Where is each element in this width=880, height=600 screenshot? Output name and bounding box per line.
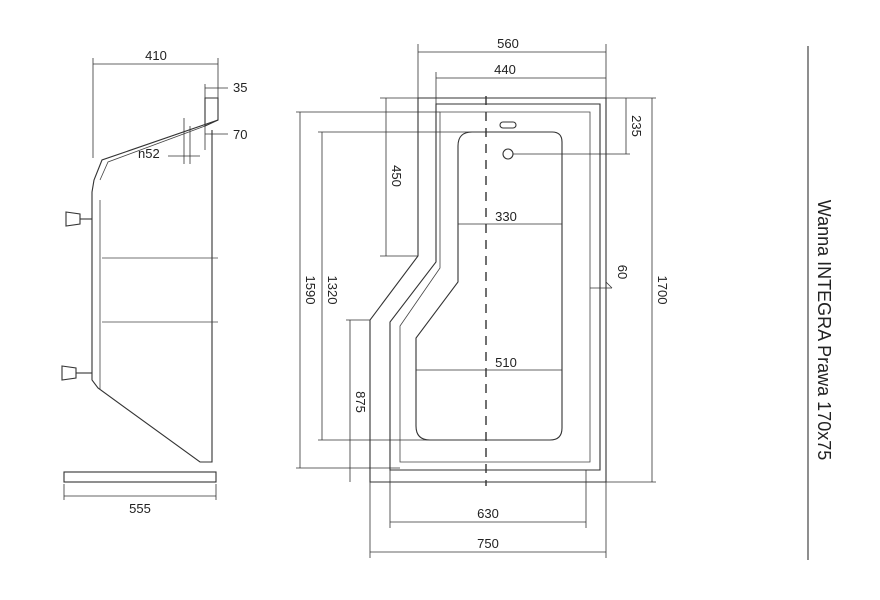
drain-icon [502, 148, 514, 160]
dim-label-1590: 1590 [303, 276, 318, 305]
dim-label-440: 440 [494, 62, 516, 77]
tub-outline [91, 119, 219, 463]
dim-label-510: 510 [495, 355, 517, 370]
dim-label-630: 630 [477, 506, 499, 521]
dim-label-70: 70 [233, 127, 247, 142]
top-view: 560 440 330 510 630 750 1590 1320 450 [296, 36, 670, 558]
tub-mid-outline [389, 103, 601, 471]
tub-rim-inner [399, 111, 591, 463]
dim-label-1700: 1700 [655, 276, 670, 305]
leader-60-tick [605, 281, 613, 289]
dim-label-235: 235 [629, 115, 644, 137]
dim-label-875: 875 [353, 391, 368, 413]
dim-label-560: 560 [497, 36, 519, 51]
dim-label-1320: 1320 [325, 276, 340, 305]
dim-label-450: 450 [389, 165, 404, 187]
overflow [499, 121, 517, 129]
dim-label-555: 555 [129, 501, 151, 516]
tub-base [63, 471, 217, 483]
tub-inner-line [99, 125, 206, 181]
dim-label-35: 35 [233, 80, 247, 95]
dim-label-n52: n52 [138, 146, 160, 161]
dim-label-750: 750 [477, 536, 499, 551]
foot-lower [61, 365, 77, 381]
tub-basin [415, 131, 563, 441]
side-view: 410 35 70 n52 555 [61, 48, 247, 516]
dim-label-410: 410 [145, 48, 167, 63]
tub-outer-outline [369, 97, 607, 483]
foot-upper [65, 211, 81, 227]
dim-label-60: 60 [615, 265, 630, 279]
dim-label-330: 330 [495, 209, 517, 224]
drawing-title: Wanna INTEGRA Prawa 170x75 [814, 200, 834, 460]
